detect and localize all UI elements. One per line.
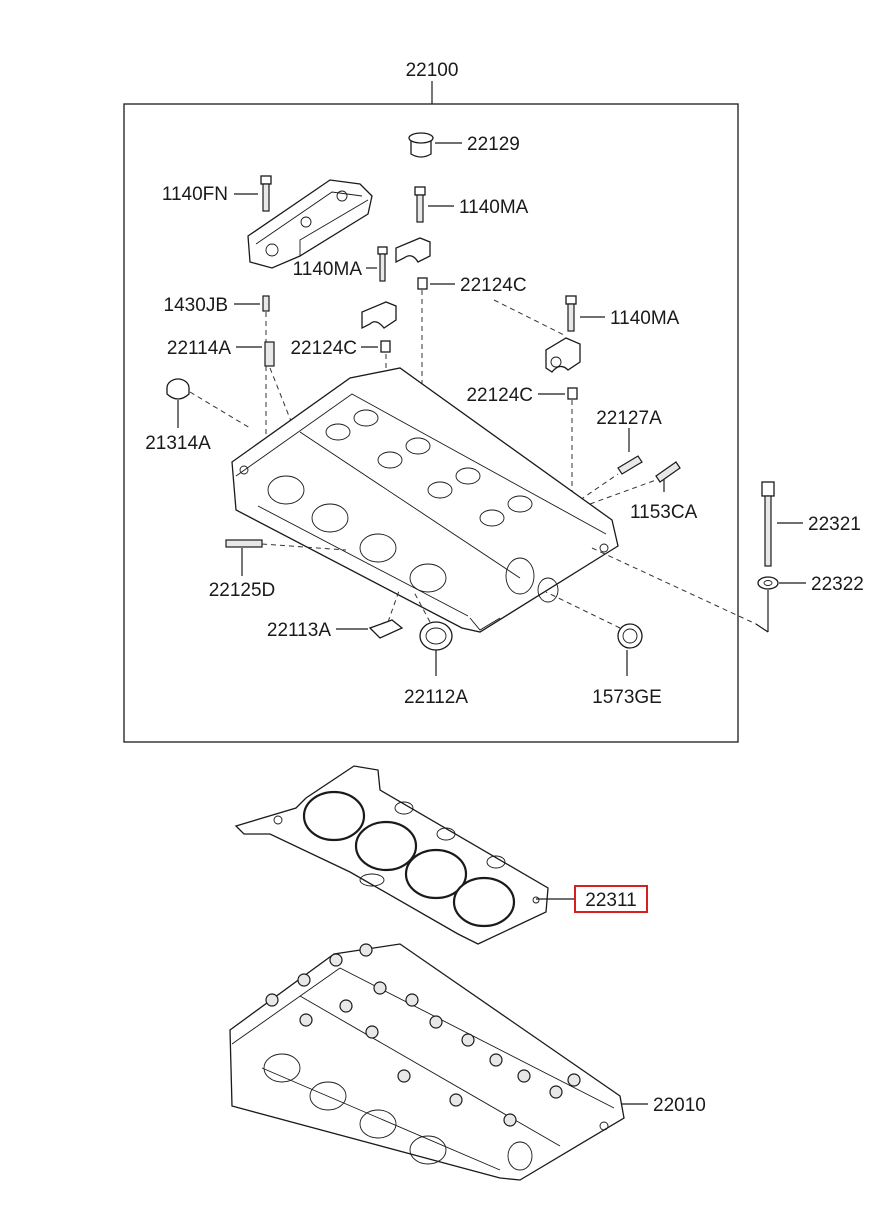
bolt-icon — [377, 246, 388, 282]
head-gasket-icon — [234, 765, 549, 945]
cam-cap-bracket-icon — [247, 179, 373, 269]
dowel-icon — [567, 387, 578, 400]
label-bolt-ma-1[interactable]: 1140MA — [459, 197, 529, 218]
label-head-bolt[interactable]: 22321 — [808, 514, 861, 535]
bolt-icon — [414, 186, 426, 223]
label-dowel-c-2[interactable]: 22124C — [290, 338, 357, 359]
stud-icon — [617, 455, 643, 475]
expansion-cap-icon — [166, 378, 190, 400]
label-dowel-c-1[interactable]: 22124C — [460, 275, 527, 296]
dowel-pin-icon — [264, 341, 275, 367]
gasket-icon — [368, 619, 404, 639]
cam-cap-icon — [395, 237, 431, 264]
stud-icon — [655, 461, 681, 483]
label-head-assembly[interactable]: 22010 — [653, 1095, 706, 1116]
bolt-icon — [565, 295, 577, 332]
label-assembly[interactable]: 22100 — [406, 60, 459, 81]
label-bolt-fn[interactable]: 1140FN — [162, 184, 228, 205]
label-gasket-113a[interactable]: 22113A — [267, 620, 331, 641]
seal-ring-icon — [617, 623, 643, 649]
label-pin-jb[interactable]: 1430JB — [164, 295, 228, 316]
dowel-icon — [380, 340, 391, 353]
label-bolt-ma-2[interactable]: 1140MA — [293, 259, 363, 280]
cylinder-head-assembly-icon — [229, 943, 625, 1181]
cam-cap-bracket-icon — [545, 337, 581, 373]
pin-icon — [262, 295, 270, 312]
label-stud-127a[interactable]: 22127A — [596, 408, 662, 429]
stud-icon — [225, 539, 263, 548]
label-stud-125d[interactable]: 22125D — [209, 580, 276, 601]
washer-icon — [757, 576, 779, 590]
label-cap[interactable]: 21314A — [145, 433, 211, 454]
label-bolt-ma-3[interactable]: 1140MA — [610, 308, 680, 329]
label-dowel-a[interactable]: 22114A — [167, 338, 231, 359]
label-seal-112a[interactable]: 22112A — [404, 687, 468, 708]
oil-seal-icon — [419, 621, 453, 651]
dowel-icon — [417, 277, 428, 290]
label-stud-1153ca[interactable]: 1153CA — [630, 502, 698, 523]
highlight-box — [574, 885, 648, 913]
label-head-gasket[interactable]: 22311 — [585, 890, 636, 911]
head-bolt-icon — [761, 481, 775, 567]
cylinder-head-icon — [231, 367, 619, 633]
plug-icon — [408, 132, 434, 158]
assembly-frame — [123, 103, 739, 743]
bolt-icon — [260, 175, 272, 212]
label-seal-1573ge[interactable]: 1573GE — [592, 687, 662, 708]
label-washer[interactable]: 22322 — [811, 574, 864, 595]
label-plug[interactable]: 22129 — [467, 134, 520, 155]
label-dowel-c-3[interactable]: 22124C — [466, 385, 533, 406]
cam-cap-icon — [361, 301, 397, 330]
